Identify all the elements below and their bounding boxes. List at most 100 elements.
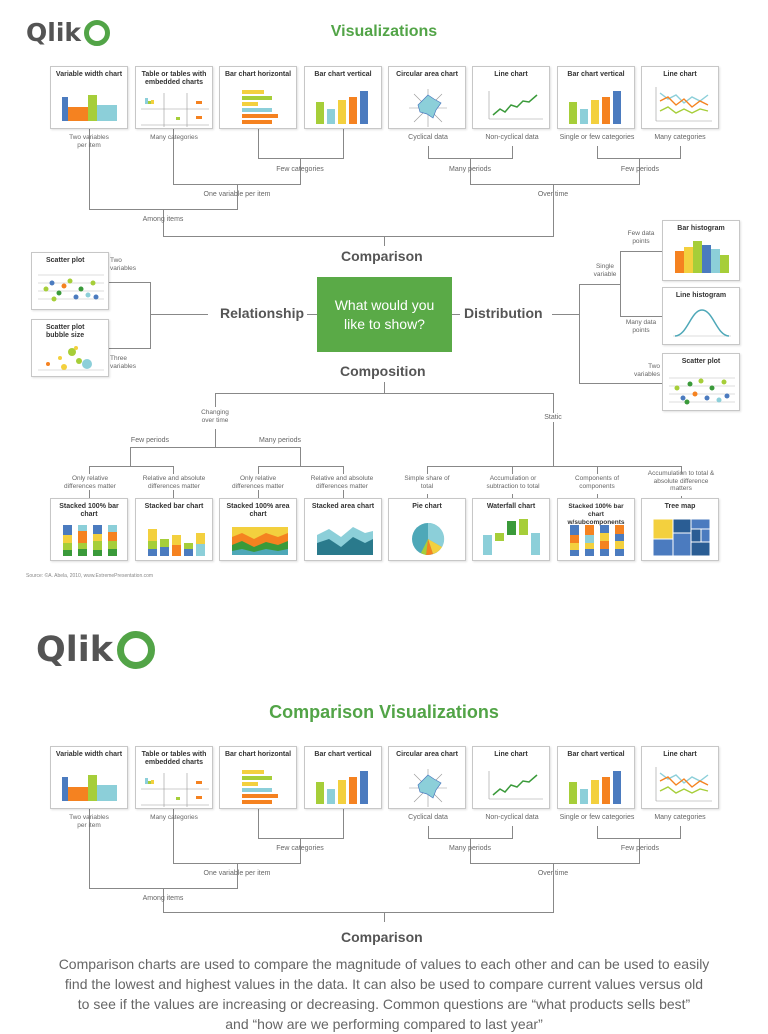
label-non-cyclical-b: Non-cyclical data [485, 814, 539, 821]
paragraph-line: to see if the values are increasing or d… [77, 996, 691, 1012]
bar-horizontal-icon [242, 90, 278, 124]
scatter-icon [669, 377, 735, 405]
card-line-chart-2[interactable]: Line chart [641, 66, 719, 129]
category-relationship: Relationship [220, 305, 305, 321]
bar-vertical-icon [316, 91, 368, 124]
card-stacked100-bar[interactable]: Stacked 100% bar chart [50, 498, 128, 561]
card-bar-chart-vertical-2[interactable]: Bar chart vertical [557, 66, 635, 129]
center-line-2: like to show? [344, 315, 425, 332]
label-few-categories: Few categories [276, 166, 324, 173]
card-title: Waterfall chart [486, 503, 536, 510]
waterfall-icon [483, 519, 540, 555]
card-bar-chart-vertical-b[interactable]: Bar chart vertical [304, 746, 382, 809]
paragraph-line: Comparison charts are used to compare th… [58, 956, 710, 972]
card-variable-width-chart[interactable]: Variable width chart [50, 66, 128, 129]
card-title: Scatter plot [46, 257, 85, 264]
label-single-variable: Single variable [593, 263, 617, 278]
card-title: Stacked bar chart [144, 503, 204, 510]
paragraph-line: find the lowest and highest values in th… [64, 976, 704, 992]
label-cyclical: Cyclical data [408, 134, 448, 141]
card-line-histogram[interactable]: Line histogram [662, 287, 740, 345]
card-title: Bar chart vertical [314, 751, 372, 758]
label-among-items: Among items [142, 216, 184, 223]
card-tables-with-charts-b[interactable]: Table or tables with embedded charts [135, 746, 213, 809]
multi-line-chart-icon [655, 87, 712, 122]
bar-horizontal-icon [242, 770, 278, 804]
bar-histogram-icon [675, 241, 729, 273]
card-title: Variable width chart [55, 751, 123, 758]
card-stacked-area[interactable]: Stacked area chart [304, 498, 382, 561]
label-two-variables-2: Two variables [633, 363, 660, 378]
card-variable-width-chart-b[interactable]: Variable width chart [50, 746, 128, 809]
card-scatter-plot-2[interactable]: Scatter plot [662, 353, 740, 411]
pie-chart-icon [412, 522, 445, 556]
label-accum-diff: Accumulation to total & absolute differe… [647, 470, 715, 492]
card-pie-chart[interactable]: Pie chart [388, 498, 466, 561]
variable-width-chart-icon [62, 95, 117, 121]
card-tables-with-charts[interactable]: Table or tables with embedded charts [135, 66, 213, 129]
card-tree-map[interactable]: Tree map [641, 498, 719, 561]
qlik-logo: Qlik [26, 18, 111, 47]
line-histogram-icon [673, 309, 731, 337]
logo-text: Qlik [36, 630, 114, 670]
label-few-categories-b: Few categories [276, 845, 324, 852]
variable-width-chart-icon [62, 775, 117, 801]
category-distribution: Distribution [464, 305, 543, 321]
card-bar-chart-horizontal[interactable]: Bar chart horizontal [219, 66, 297, 129]
card-stacked100-area[interactable]: Stacked 100% area chart [219, 498, 297, 561]
card-bar-histogram[interactable]: Bar histogram [662, 220, 740, 281]
qlik-logo-large: Qlik [36, 630, 156, 670]
card-title: Circular area chart [396, 71, 458, 78]
card-scatter-bubble[interactable]: Scatter plot bubble size [31, 319, 109, 377]
label-one-var-per-item: One variable per item [203, 191, 271, 198]
label-among-items-b: Among items [142, 895, 184, 902]
card-bar-chart-vertical-2-b[interactable]: Bar chart vertical [557, 746, 635, 809]
bar-vertical-icon [316, 771, 368, 804]
card-title: Line chart [663, 71, 697, 78]
stacked-bar-icon [148, 529, 205, 556]
category-comparison-b: Comparison [341, 929, 423, 945]
label-many-categories-2-b: Many categories [654, 814, 706, 821]
label-few-periods-2: Few periods [130, 437, 170, 444]
logo-text: Qlik [26, 18, 82, 47]
card-title: Scatter plot [681, 358, 721, 365]
category-comparison: Comparison [341, 248, 423, 264]
label-rel-abs-2: Relative and absolute differences matter [310, 475, 374, 490]
card-waterfall-chart[interactable]: Waterfall chart [472, 498, 550, 561]
label-single-few: Single or few categories [559, 134, 635, 141]
card-title: Variable width chart [55, 71, 123, 78]
label-accumulation: Accumulation or subtraction to total [486, 475, 540, 490]
label-many-data-points: Many data points [625, 319, 657, 334]
card-title: Bar histogram [677, 225, 725, 232]
card-title: Pie chart [412, 503, 442, 510]
label-many-periods-2: Many periods [258, 437, 302, 444]
card-scatter-plot[interactable]: Scatter plot [31, 252, 109, 310]
card-circular-area-chart-b[interactable]: Circular area chart [388, 746, 466, 809]
label-many-periods-b: Many periods [448, 845, 492, 852]
card-line-chart-2-b[interactable]: Line chart [641, 746, 719, 809]
label-many-categories: Many categories [150, 134, 198, 141]
what-to-show-box: What would you like to show? [317, 277, 452, 352]
label-rel-abs-1: Relative and absolute differences matter [142, 475, 206, 490]
comparison-description: Comparison charts are used to compare th… [20, 954, 748, 1034]
label-only-relative-2: Only relative differences matter [232, 475, 284, 490]
label-over-time: Over time [537, 191, 569, 198]
label-few-periods: Few periods [620, 166, 660, 173]
label-two-variables: Two variables [110, 257, 137, 272]
card-circular-area-chart[interactable]: Circular area chart [388, 66, 466, 129]
stacked100-area-icon [232, 527, 288, 555]
stacked-area-icon [317, 527, 373, 555]
card-stacked100-subcomponents[interactable]: Stacked 100% bar chart w/subcomponents [557, 498, 635, 561]
scatter-icon [38, 274, 104, 302]
card-bar-chart-horizontal-b[interactable]: Bar chart horizontal [219, 746, 297, 809]
card-line-chart-b[interactable]: Line chart [472, 746, 550, 809]
label-few-periods-b: Few periods [620, 845, 660, 852]
stacked100-sub-icon [570, 525, 624, 556]
card-title: Line chart [494, 71, 528, 78]
card-bar-chart-vertical[interactable]: Bar chart vertical [304, 66, 382, 129]
card-stacked-bar[interactable]: Stacked bar chart [135, 498, 213, 561]
comparison-visualizations-title: Comparison Visualizations [269, 702, 499, 722]
label-only-relative-1: Only relative differences matter [64, 475, 116, 490]
card-title: Stacked area chart [311, 503, 375, 510]
card-line-chart[interactable]: Line chart [472, 66, 550, 129]
